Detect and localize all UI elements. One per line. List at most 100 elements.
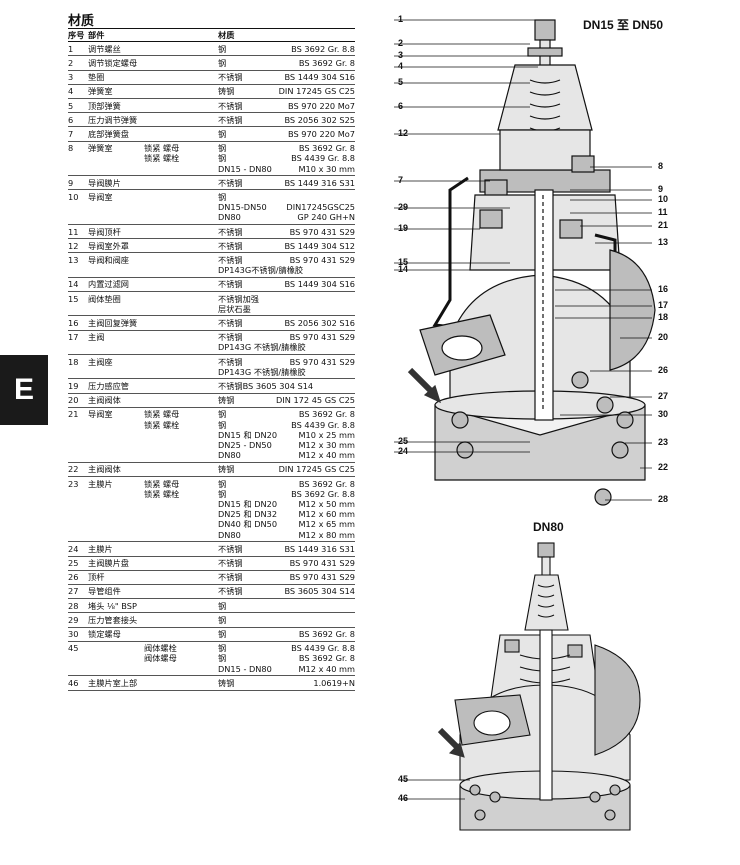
row-number: 7: [68, 128, 74, 139]
row-number: 16: [68, 317, 79, 328]
part-cell: 主阀阀体: [88, 464, 121, 475]
material-spec: BS 3692 Gr. 8: [298, 57, 355, 68]
material-name: 不锈钢加强: [218, 293, 259, 304]
material-spec: M10 x 25 mm: [298, 429, 355, 440]
top-right-callout-8: 8: [658, 161, 664, 171]
fastener-name: 锁紧 螺母: [144, 478, 180, 489]
material-spec: BS 970 220 Mo7: [287, 100, 355, 111]
material-line: DN80 GP 240 GH+N: [218, 212, 355, 222]
fastener-name: 锁紧 螺栓: [144, 419, 180, 430]
top-right-callout-20: 20: [658, 332, 669, 342]
row-number: 13: [68, 254, 79, 265]
top-right-callout-17: 17: [658, 300, 669, 310]
material-name: 钢: [218, 614, 227, 625]
material-name: DN15 - DN80: [218, 163, 272, 174]
part-cell: 导阀顶杆: [88, 226, 121, 237]
material-spec: DIN 17245 GS C25: [278, 86, 355, 97]
material-name: 不锈钢: [218, 317, 243, 328]
top-right-callout-11: 11: [658, 207, 668, 217]
header-part: 部件: [88, 30, 105, 40]
part-cell: 主膜片: [88, 543, 113, 554]
material-name: 钢: [218, 43, 227, 54]
material-line: DP143G 不锈钢/腈橡胶: [218, 367, 355, 377]
material-name: DP143G 不锈钢/腈橡胶: [218, 342, 306, 353]
top-right-callout-27: 27: [658, 391, 669, 401]
fastener-name: 锁紧 螺母: [144, 409, 180, 420]
material-line: DN15 和 DN20 M10 x 25 mm: [218, 430, 355, 440]
material-spec: BS 4439 Gr. 8.8: [291, 153, 355, 164]
row-number: 28: [68, 600, 79, 611]
material-spec: BS 1449 316 S31: [284, 177, 355, 188]
part-cell: 调节锁定螺母: [88, 57, 138, 68]
material-name: 不锈钢: [218, 543, 243, 554]
material-name: 不锈钢: [218, 279, 243, 290]
material-spec: BS 970 431 S29: [289, 572, 355, 583]
material-name: 不锈钢: [218, 177, 243, 188]
fastener-name: 阀体螺母: [144, 653, 177, 664]
material-name: DN80: [218, 212, 241, 223]
material-name: 钢: [218, 419, 227, 430]
material-line: 不锈钢BS 3605 304 S14: [218, 381, 355, 391]
row-number: 30: [68, 629, 79, 640]
part-cell: 导管组件: [88, 586, 121, 597]
material-spec: BS 4439 Gr. 8.8: [291, 419, 355, 430]
row-number: 5: [68, 100, 74, 111]
material-spec: GP 240 GH+N: [297, 212, 355, 223]
row-number: 10: [68, 191, 79, 202]
row-number: 3: [68, 72, 74, 83]
material-spec: M12 x 65 mm: [298, 519, 355, 530]
row-number: 20: [68, 395, 79, 406]
top-right-callout-13: 13: [658, 237, 669, 247]
material-spec: BS 3692 Gr. 8: [298, 629, 355, 640]
material-name: DN15 和 DN20: [218, 429, 278, 440]
material-spec: BS 3692 Gr. 8.8: [291, 43, 355, 54]
material-spec: DIN 172 45 GS C25: [276, 395, 355, 406]
material-spec: DIN 17245 GS C25: [278, 464, 355, 475]
material-spec: BS 970 220 Mo7: [287, 128, 355, 139]
material-name: 不锈钢: [218, 586, 243, 597]
material-name: 钢: [218, 128, 227, 139]
material-line: 钢 BS 4439 Gr. 8.8: [218, 420, 355, 430]
material-spec: M12 x 40 mm: [298, 663, 355, 674]
material-name: DN25 和 DN32: [218, 509, 278, 520]
row-number: 17: [68, 332, 79, 343]
material-name: 铸钢: [218, 395, 235, 406]
top-left-callout-29: 29: [398, 202, 409, 212]
row-number: 46: [68, 677, 79, 688]
top-left-callout-5: 5: [398, 77, 404, 87]
part-cell: 锁定螺母: [88, 629, 121, 640]
top-right-callout-21: 21: [658, 220, 669, 230]
diagram-bottom-title: DN80: [533, 520, 564, 534]
